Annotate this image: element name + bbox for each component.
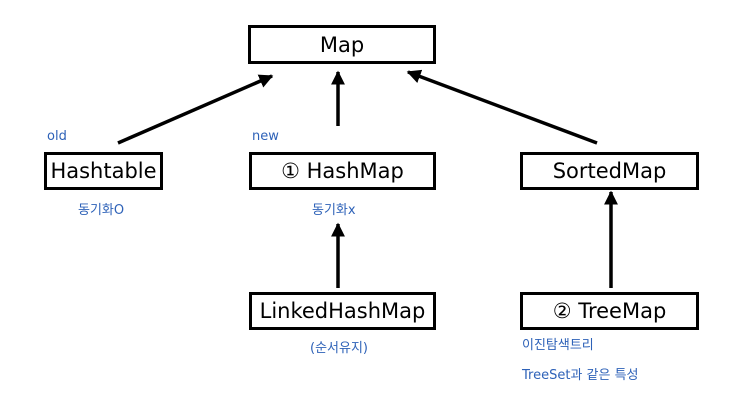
linkedhashmap-order-note: (순서유지) — [310, 341, 368, 356]
treemap-treeset-note: TreeSet과 같은 특성 — [522, 368, 639, 383]
linkedhashmap-node: LinkedHashMap — [249, 292, 436, 330]
hashtable-node: Hashtable — [44, 152, 163, 190]
treemap-bst-note: 이진탐색트리 — [522, 338, 594, 353]
old-label: old — [47, 129, 67, 144]
sortedmap-node: SortedMap — [520, 152, 699, 190]
treemap-node: ② TreeMap — [520, 292, 699, 330]
arrow-hashtable-to-map — [117, 74, 274, 145]
map-node: Map — [248, 25, 436, 64]
arrow-sortedmap-to-map — [406, 69, 598, 145]
hashtable-sync-note: 동기화O — [78, 203, 125, 218]
hashmap-node: ① HashMap — [249, 152, 436, 190]
new-label: new — [252, 129, 279, 144]
hashmap-sync-note: 동기화x — [312, 203, 356, 218]
